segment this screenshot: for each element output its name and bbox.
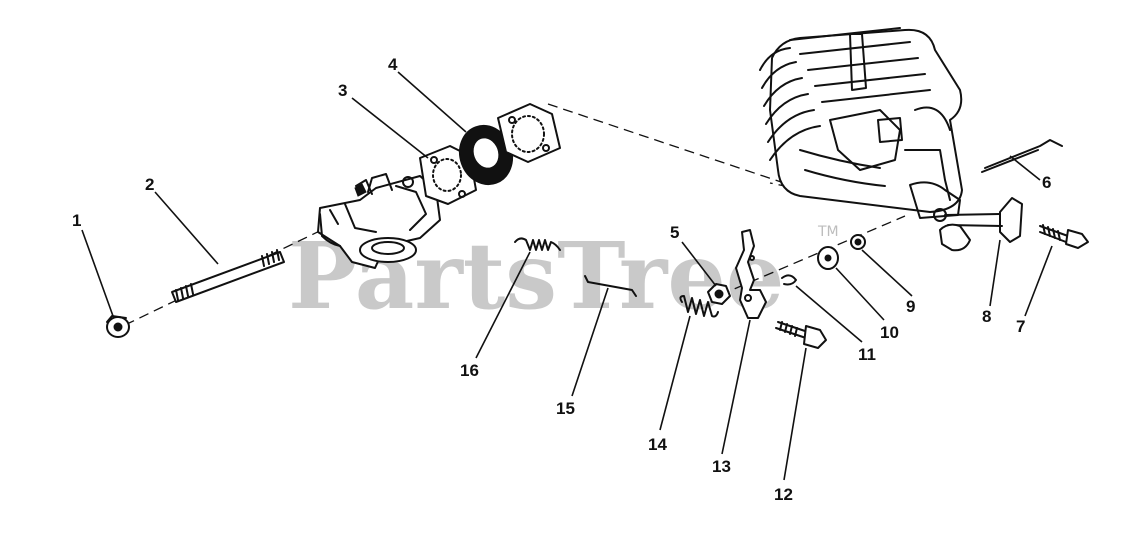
callout-labels: 1 2 3 4 5 6 7 8 9 10 11 12 13 14 15 16 [72, 55, 1051, 504]
callout-3: 3 [338, 81, 347, 100]
callout-6: 6 [1042, 173, 1051, 192]
part-4-spacer [459, 124, 513, 186]
part-2-stud [171, 249, 285, 303]
callout-5: 5 [670, 223, 679, 242]
part-6-rod [981, 139, 1063, 173]
part-14-spring [679, 295, 719, 318]
engine-cylinder-block [759, 27, 963, 219]
callout-1: 1 [72, 211, 81, 230]
callout-10: 10 [880, 323, 899, 342]
carburetor-body [317, 173, 441, 269]
part-11-clip [781, 274, 797, 286]
callout-13: 13 [712, 457, 731, 476]
part-8-bracket [933, 197, 1023, 252]
callout-4: 4 [388, 55, 398, 74]
part-4-flange-gasket [497, 103, 561, 163]
watermark-trademark: TM [817, 224, 839, 240]
callout-12: 12 [774, 485, 793, 504]
part-9-nut [850, 234, 866, 250]
callout-16: 16 [460, 361, 479, 380]
part-13-lever [735, 229, 767, 319]
part-16-spring [514, 237, 561, 251]
callout-9: 9 [906, 297, 915, 316]
part-12-bolt [775, 321, 827, 349]
callout-2: 2 [145, 175, 154, 194]
callout-14: 14 [648, 435, 667, 454]
part-10-washer [817, 246, 839, 270]
callout-8: 8 [982, 307, 991, 326]
callout-15: 15 [556, 399, 575, 418]
part-15-link-rod [584, 275, 637, 297]
callout-11: 11 [858, 345, 876, 364]
callout-leaders [81, 71, 1053, 481]
part-5-nut [707, 283, 731, 305]
part-1-nut [106, 315, 130, 338]
callout-7: 7 [1016, 317, 1025, 336]
part-7-screw [1039, 224, 1089, 249]
